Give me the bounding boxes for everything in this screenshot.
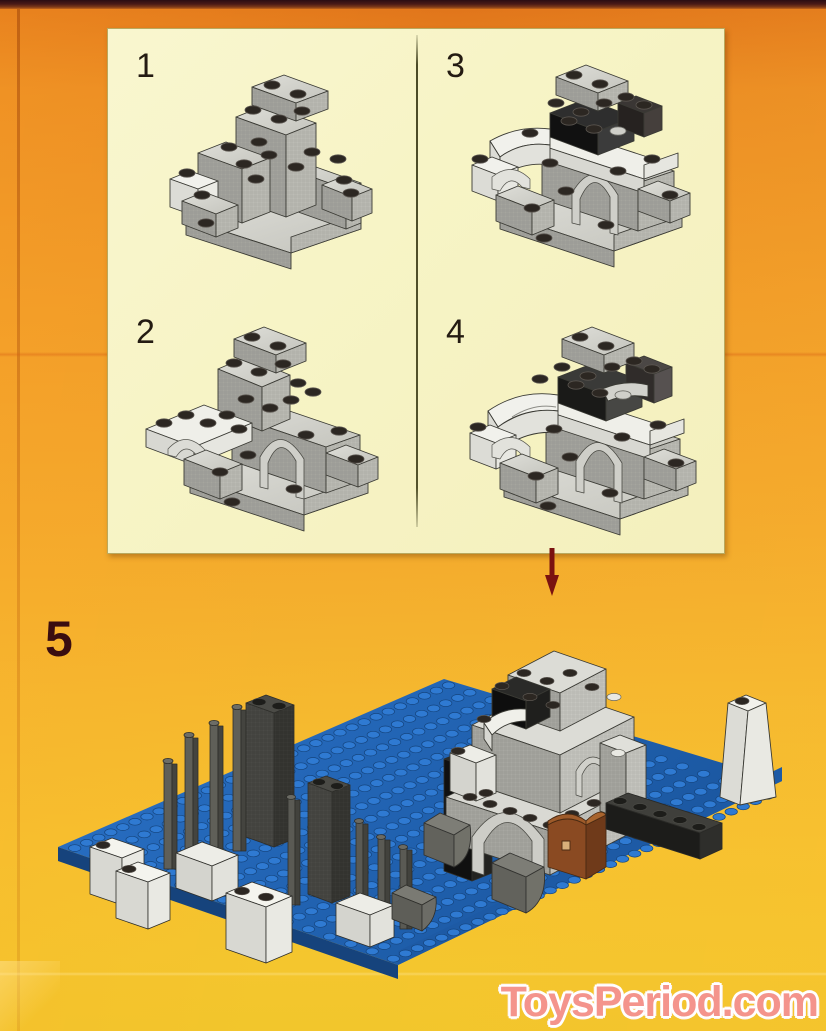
page-fold-left xyxy=(17,9,20,1031)
step-4-model xyxy=(469,326,697,536)
step-3-model xyxy=(471,64,691,268)
step-number-3: 3 xyxy=(446,47,465,85)
step-number-5: 5 xyxy=(45,611,73,667)
step-cell-4: 4 xyxy=(418,295,726,555)
down-arrow-icon xyxy=(545,548,559,596)
step-1-model xyxy=(169,74,373,270)
white-slope-tower xyxy=(719,694,777,806)
step-cell-2: 2 xyxy=(108,295,416,555)
panel-divider xyxy=(416,35,418,527)
step-number-2: 2 xyxy=(136,313,155,351)
watermark-toysperiod: ToysPeriod.com xyxy=(500,978,819,1026)
step-cell-3: 3 xyxy=(418,29,726,295)
page-crease-bottom xyxy=(0,972,826,976)
step-2-model xyxy=(145,326,379,532)
step-number-4: 4 xyxy=(446,313,465,351)
step-cell-1: 1 xyxy=(108,29,416,295)
dark-grey-wall xyxy=(605,792,723,860)
studs-group xyxy=(155,332,365,507)
page-top-edge xyxy=(0,0,826,9)
treasure-chest xyxy=(547,811,607,880)
step-number-1: 1 xyxy=(136,47,155,85)
page-corner-highlight xyxy=(0,961,60,1031)
studs-group xyxy=(178,80,360,228)
studs-group xyxy=(469,332,685,511)
step-5-scene xyxy=(58,650,782,979)
studs-group xyxy=(471,70,679,243)
grey-slope-ramps xyxy=(423,812,546,914)
instruction-panel: 1 xyxy=(107,28,725,554)
grey-spires-and-stacks xyxy=(89,694,493,964)
gatehouse-assembly xyxy=(445,650,647,886)
